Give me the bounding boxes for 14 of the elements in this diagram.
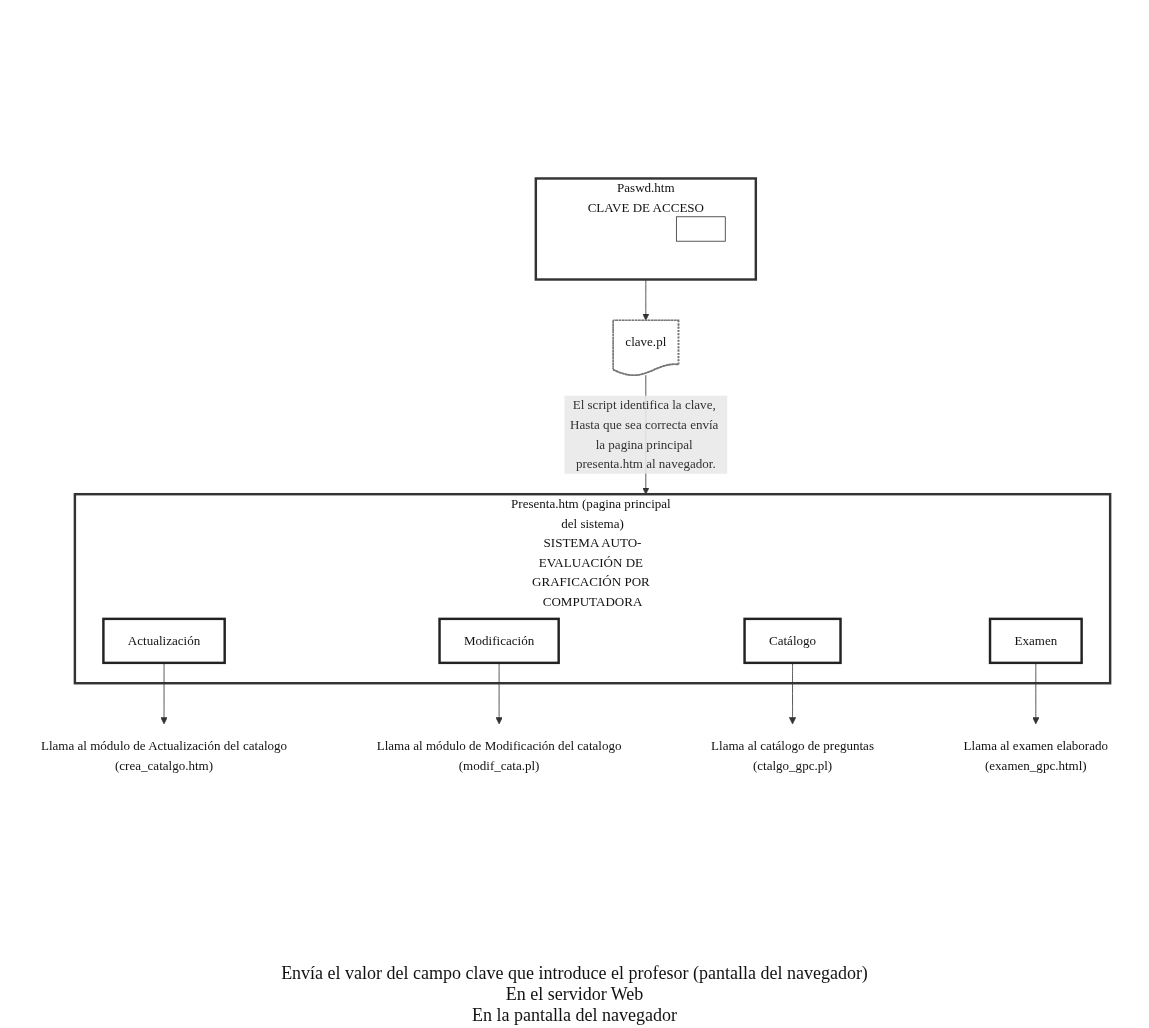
cluster: Paswd.htm CLAVE DE ACCESO: [534, 176, 758, 281]
note-text: Envía el valor del campo clave que introduce el profesor (pantalla del navegador): [281, 962, 868, 984]
node-box: Actualización: [102, 617, 226, 664]
node-box: Modificación: [438, 617, 560, 664]
node-text: Llama al examen elaborado (examen_gpc.html): [963, 738, 1109, 772]
node-text: Llama al módulo de Actualización del catalogo (crea_catalgo.htm): [40, 738, 288, 772]
note-text: En la pantalla del navegador: [471, 1004, 678, 1026]
node-box: Examen: [988, 617, 1083, 664]
node-box: [675, 215, 726, 242]
node-text: Llama al módulo de Modificación del catalogo (modif_cata.pl): [376, 738, 622, 772]
node-text: Llama al catálogo de preguntas (ctalgo_gpc.pl): [711, 738, 874, 772]
note-text: En el servidor Web: [504, 983, 645, 1005]
node-box: Catálogo: [743, 617, 842, 664]
edge-label: El script identifica la clave, Hasta que sea correcta envía la pagina principal presenta.htm al navegador.: [570, 397, 719, 471]
